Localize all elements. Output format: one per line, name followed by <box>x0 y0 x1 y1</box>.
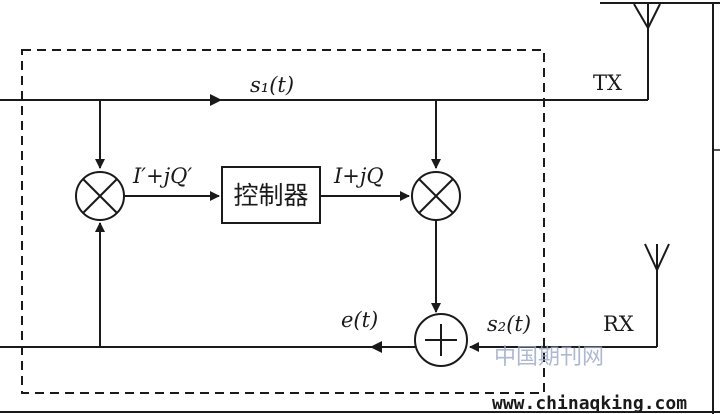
watermark-cn: 中国期刊网 <box>494 345 604 370</box>
controller-label: 控制器 <box>233 181 308 210</box>
s2-label: s₂(t) <box>487 312 531 336</box>
rx-antenna-icon <box>644 243 670 271</box>
tx-antenna-icon <box>633 3 661 29</box>
tx-direction-arrow <box>210 94 222 106</box>
summer-icon <box>414 313 468 367</box>
tx-label: TX <box>593 71 622 95</box>
s1-label: s₁(t) <box>250 73 294 97</box>
iq-label: I+jQ <box>333 164 384 188</box>
rx-label: RX <box>603 312 634 336</box>
e-label: e(t) <box>341 308 378 332</box>
left-mixer-icon <box>75 171 125 221</box>
canceller-dashed-box <box>21 49 545 394</box>
right-mixer-icon <box>411 171 461 221</box>
watermark-url: www.chinaqking.com <box>492 393 687 414</box>
output-direction-arrow <box>370 341 382 353</box>
iq-prime-label: I′+jQ′ <box>132 164 192 188</box>
